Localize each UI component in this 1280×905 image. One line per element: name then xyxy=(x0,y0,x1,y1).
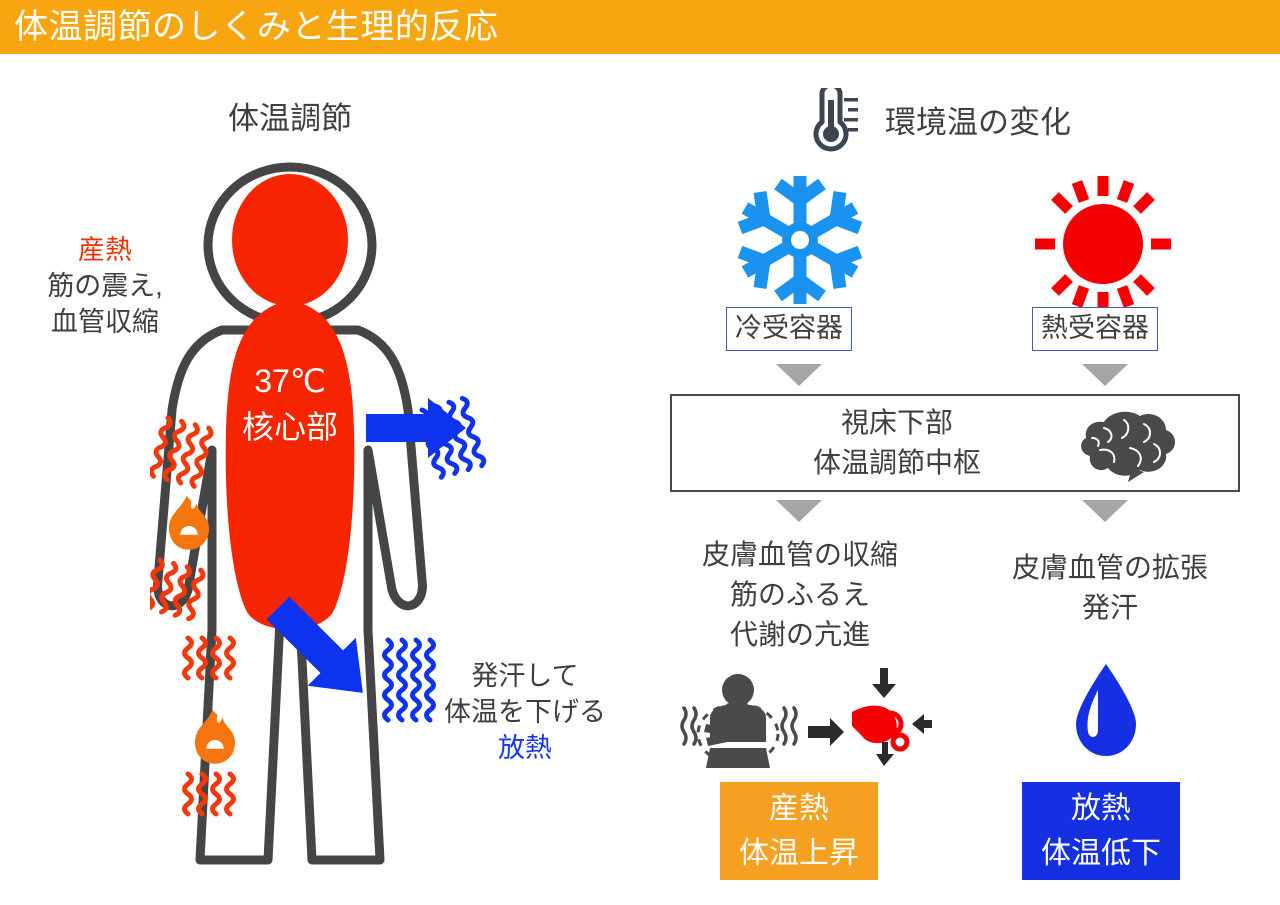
hypothalamus-line1: 視床下部 xyxy=(840,407,953,438)
heat-production-title: 産熱 xyxy=(78,235,132,265)
shivering-person-icon xyxy=(704,674,770,768)
result-heat-loss-line2: 体温低下 xyxy=(1041,837,1161,870)
cold-response-line-2: 代謝の亢進 xyxy=(729,619,870,650)
heat-production-detail-line2: 血管収縮 xyxy=(51,307,159,337)
sun-icon xyxy=(1032,172,1174,317)
core-temperature-text: 37℃ xyxy=(254,363,326,399)
heat-production-label-group: 産熱 筋の震え, 血管収縮 xyxy=(10,232,200,340)
hot-receptor-label: 熱受容器 xyxy=(1041,313,1149,343)
page-title: 体温調節のしくみと生理的反応 xyxy=(14,8,499,46)
result-box-heat-loss: 放熱 体温低下 xyxy=(1022,782,1180,880)
connector-arrow-center-to-hot-response xyxy=(1082,500,1128,522)
heat-loss-label-group: 発汗して 体温を下げる 放熱 xyxy=(420,658,630,766)
hypothalamus-line2: 体温調節中枢 xyxy=(812,447,981,478)
connector-arrow-cold-to-center xyxy=(776,364,822,386)
title-bar: 体温調節のしくみと生理的反応 xyxy=(0,0,1280,54)
water-droplet-icon xyxy=(1068,660,1144,765)
heat-wave-red-leg-top-icon xyxy=(182,635,236,681)
brain-icon xyxy=(1076,408,1186,487)
connector-arrow-center-to-cold-response xyxy=(776,500,822,522)
heat-wave-red-icon-2 xyxy=(145,557,206,622)
right-panel-heading: 環境温の変化 xyxy=(885,104,1071,142)
snowflake-icon xyxy=(730,170,870,315)
result-heat-production-line2: 体温上昇 xyxy=(739,837,859,870)
heat-loss-line1: 発汗して xyxy=(471,661,579,691)
result-heat-loss-line1: 放熱 xyxy=(1071,792,1131,825)
core-torso-region xyxy=(225,300,355,630)
core-label-text: 核心部 xyxy=(242,409,338,445)
connector-arrow-hot-to-center xyxy=(1082,364,1128,386)
hot-response-line-1: 発汗 xyxy=(1081,592,1138,623)
cold-receptor-label: 冷受容器 xyxy=(735,313,843,343)
human-body-figure: 37℃ 核心部 xyxy=(145,160,530,880)
flame-icon xyxy=(169,496,209,550)
cold-response-group: 皮膚血管の収縮 筋のふるえ 代謝の亢進 xyxy=(650,535,950,655)
blue-arrow-down-right-icon xyxy=(266,596,363,693)
left-panel-heading-text: 体温調節 xyxy=(228,101,352,136)
hot-receptor-box[interactable]: 熱受容器 xyxy=(1032,307,1158,351)
cold-receptor-box[interactable]: 冷受容器 xyxy=(726,307,852,351)
hot-response-line-0: 皮膚血管の拡張 xyxy=(1011,552,1208,583)
left-panel-heading: 体温調節 xyxy=(150,100,430,138)
thermometer-icon xyxy=(800,82,860,159)
constricted-blood-vessel-icon xyxy=(852,705,910,752)
hot-response-group: 皮膚血管の拡張 発汗 xyxy=(960,548,1260,628)
heat-wave-red-leg-bottom-icon xyxy=(182,771,236,817)
cold-response-line-1: 筋のふるえ xyxy=(729,579,870,610)
right-panel-heading-text: 環境温の変化 xyxy=(885,105,1071,140)
heat-wave-blue-icon xyxy=(419,395,487,480)
heat-wave-blue-leg-icon xyxy=(382,637,436,723)
heat-wave-red-icon xyxy=(148,415,214,489)
result-box-heat-production: 産熱 体温上昇 xyxy=(720,782,878,880)
cold-response-line-0: 皮膚血管の収縮 xyxy=(701,539,898,570)
result-heat-production-line1: 産熱 xyxy=(769,792,829,825)
hypothalamus-box: 視床下部 体温調節中枢 xyxy=(670,394,1240,492)
flame-icon-leg xyxy=(195,710,235,764)
cold-response-icons xyxy=(672,668,932,777)
heat-production-detail-line1: 筋の震え, xyxy=(47,271,163,301)
heat-loss-title: 放熱 xyxy=(498,733,552,763)
hypothalamus-text-group: 視床下部 体温調節中枢 xyxy=(732,403,1062,483)
heat-loss-line2: 体温を下げる xyxy=(444,697,606,727)
core-head-region xyxy=(232,174,348,306)
human-body-svg: 37℃ 核心部 xyxy=(145,162,487,865)
